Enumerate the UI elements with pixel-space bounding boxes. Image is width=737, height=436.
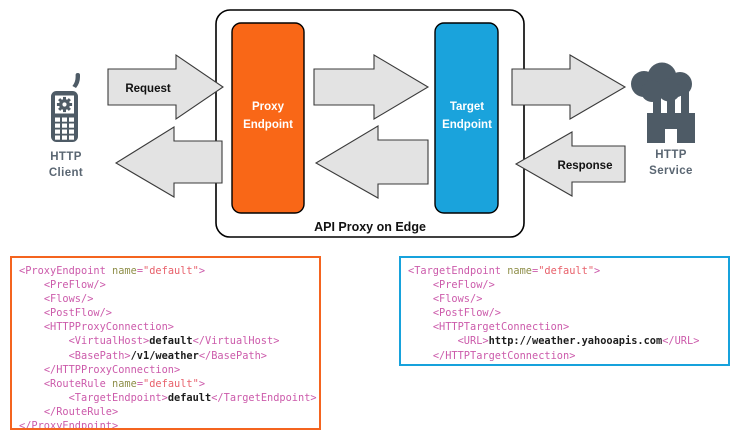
client-return-arrow <box>114 126 223 198</box>
proxy-endpoint-code-text: <ProxyEndpoint name="default"> <PreFlow/… <box>19 265 317 430</box>
request-arrow: Request <box>107 53 224 121</box>
response-arrow-label: Response <box>558 160 613 172</box>
request-arrow-label: Request <box>125 83 171 95</box>
proxy-to-target-arrow <box>313 54 430 120</box>
target-endpoint-code-block[interactable]: <TargetEndpoint name="default"> <PreFlow… <box>399 256 730 366</box>
proxy-endpoint-code-block[interactable]: <ProxyEndpoint name="default"> <PreFlow/… <box>10 256 321 430</box>
response-arrow: Response <box>514 131 626 197</box>
api-proxy-diagram: Request Response Proxy Endpoint <box>49 9 695 238</box>
proxy-endpoint-label-line1: Proxy <box>252 101 285 113</box>
target-endpoint-node[interactable]: Target Endpoint <box>434 22 499 214</box>
target-endpoint-code-text: <TargetEndpoint name="default"> <PreFlow… <box>408 265 700 364</box>
http-service-label-line1: HTTP <box>655 149 687 161</box>
target-endpoint-label-line2: Endpoint <box>442 119 492 131</box>
http-client-label-line1: HTTP <box>50 151 82 163</box>
http-client-label-line2: Client <box>49 167 83 179</box>
cloud-factory-icon <box>631 62 695 143</box>
target-endpoint-label-line1: Target <box>450 101 484 113</box>
mobile-phone-gear-icon <box>51 73 80 142</box>
http-service-label-line2: Service <box>649 165 693 177</box>
target-to-service-arrow <box>511 54 627 120</box>
proxy-endpoint-label-line2: Endpoint <box>243 119 293 131</box>
proxy-endpoint-node[interactable]: Proxy Endpoint <box>231 22 305 214</box>
api-proxy-edge-caption: API Proxy on Edge <box>314 220 426 234</box>
target-to-proxy-arrow <box>314 125 429 199</box>
